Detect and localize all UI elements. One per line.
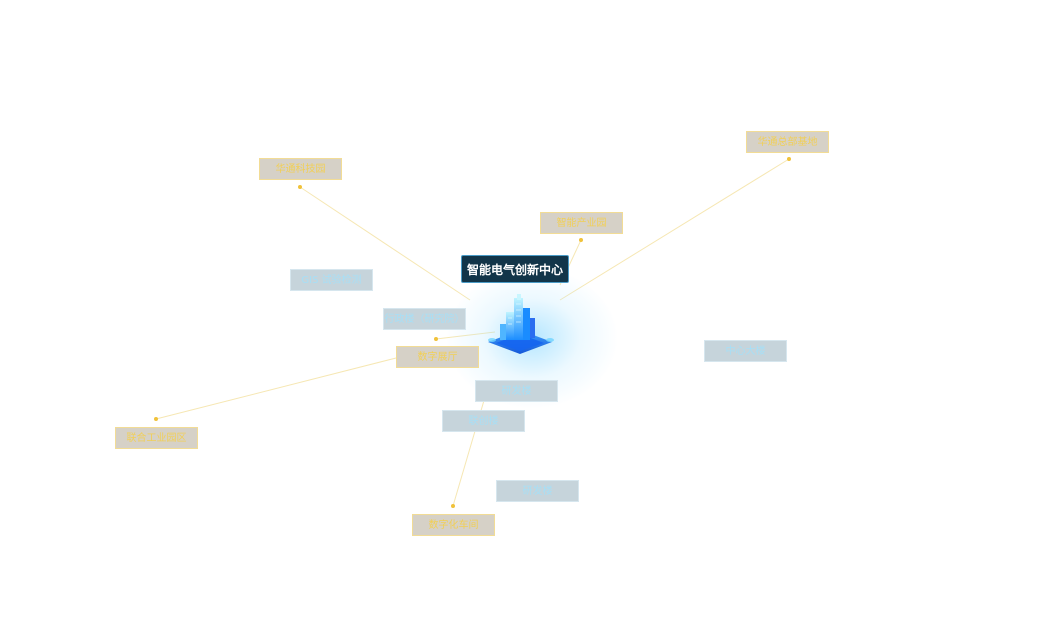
endpoint-dot-huatong-hq bbox=[787, 157, 791, 161]
endpoint-dot-huatong-park bbox=[298, 185, 302, 189]
center-title[interactable]: 智能电气创新中心 bbox=[461, 255, 569, 283]
node-digital-showroom[interactable]: 数字展厅 bbox=[396, 346, 479, 368]
endpoint-dot-digital-workshop bbox=[451, 504, 455, 508]
node-center-building[interactable]: 中心大楼 bbox=[704, 340, 787, 362]
node-admin-building[interactable]: 行政楼（研究院） bbox=[383, 308, 466, 330]
node-digital-workshop[interactable]: 数字化车间 bbox=[412, 514, 495, 536]
node-lianchuang-building[interactable]: 联创楼 bbox=[442, 410, 525, 432]
node-smart-industry-park[interactable]: 智能产业园 bbox=[540, 212, 623, 234]
node-gis-testing[interactable]: GIS 试验检测 bbox=[290, 269, 373, 291]
node-rd-building-1[interactable]: 研发楼 bbox=[475, 380, 558, 402]
endpoint-dot-smart-industry-park bbox=[579, 238, 583, 242]
endpoint-dot-industrial-park bbox=[154, 417, 158, 421]
connection-line-industrial-park bbox=[155, 356, 401, 420]
node-rd-building-2[interactable]: 研发楼 bbox=[496, 480, 579, 502]
smart-building-icon[interactable] bbox=[480, 290, 560, 360]
node-huatong-park[interactable]: 华通科技园 bbox=[259, 158, 342, 180]
endpoint-dot-admin-building bbox=[434, 337, 438, 341]
node-huatong-hq[interactable]: 华通总部基地 bbox=[746, 131, 829, 153]
node-industrial-park[interactable]: 联合工业园区 bbox=[115, 427, 198, 449]
